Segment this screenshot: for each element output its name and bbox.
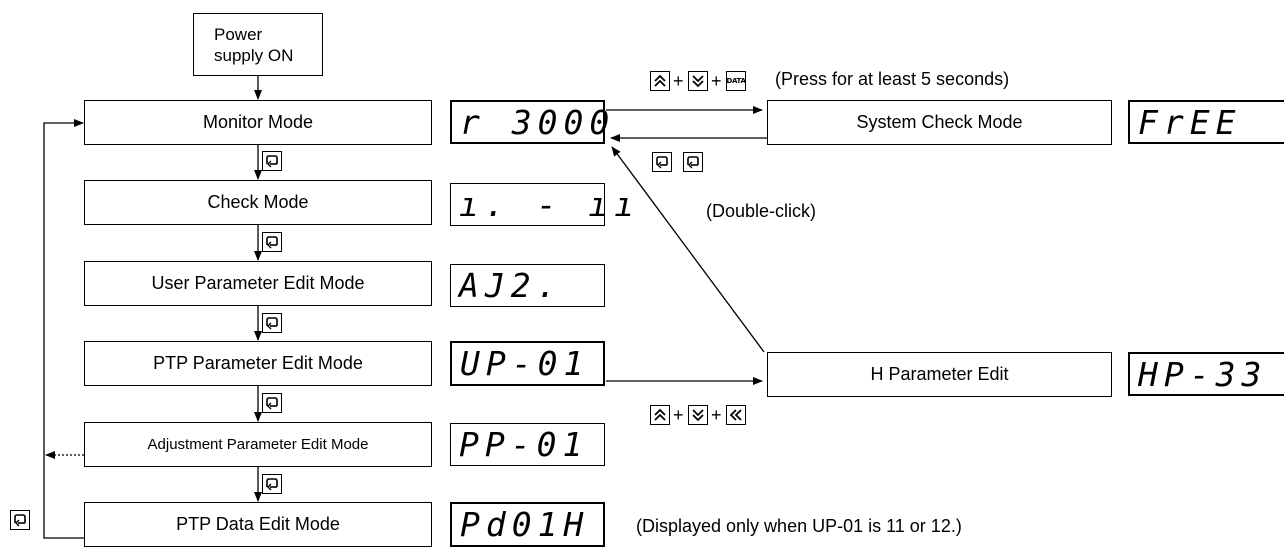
plus-sign: + bbox=[673, 405, 684, 425]
mode-key-icon bbox=[262, 313, 282, 333]
monitor-mode-box: Monitor Mode bbox=[84, 100, 432, 145]
user-parameter-edit-mode-label: User Parameter Edit Mode bbox=[151, 273, 365, 293]
system-check-display: FrEE bbox=[1128, 100, 1284, 144]
mode-key-icon bbox=[262, 151, 282, 171]
up-key-icon bbox=[650, 405, 670, 425]
mode-key-icon bbox=[262, 232, 282, 252]
system-check-mode-label: System Check Mode bbox=[856, 112, 1023, 132]
monitor-display: r 3000 bbox=[450, 100, 609, 144]
adjustment-parameter-display: PP-01 bbox=[450, 423, 605, 466]
adjustment-parameter-edit-mode-box: Adjustment Parameter Edit Mode bbox=[84, 422, 432, 467]
plus-sign: + bbox=[673, 71, 684, 91]
mode-key-icon bbox=[262, 393, 282, 413]
data-key-label: DATA bbox=[726, 77, 746, 85]
user-parameter-display: AJ2. bbox=[450, 264, 605, 307]
mode-key-icon bbox=[10, 510, 30, 530]
down-key-icon bbox=[688, 71, 708, 91]
monitor-mode-label: Monitor Mode bbox=[202, 112, 314, 132]
data-key-icon: DATA bbox=[726, 71, 746, 91]
return-loop-line bbox=[43, 119, 84, 539]
ptp-parameter-display: UP-01 bbox=[450, 341, 605, 386]
h-parameter-edit-box: H Parameter Edit bbox=[767, 352, 1112, 397]
adjustment-parameter-edit-mode-label: Adjustment Parameter Edit Mode bbox=[147, 436, 369, 453]
power-line1: Power bbox=[214, 24, 263, 44]
displayed-only-note: (Displayed only when UP-01 is 11 or 12.) bbox=[636, 516, 962, 536]
mode-key-icon bbox=[262, 474, 282, 494]
power-line2: supply ON bbox=[214, 45, 294, 65]
down-key-icon bbox=[688, 405, 708, 425]
arrow-h-to-monitor bbox=[611, 146, 765, 353]
check-mode-box: Check Mode bbox=[84, 180, 432, 225]
ptp-data-display: Pd01H bbox=[450, 502, 605, 547]
ptp-parameter-edit-mode-box: PTP Parameter Edit Mode bbox=[84, 341, 432, 386]
power-supply-box: Power supply ON bbox=[193, 13, 323, 76]
plus-sign: + bbox=[711, 71, 722, 91]
h-parameter-display: HP-33 bbox=[1128, 352, 1284, 396]
h-parameter-edit-label: H Parameter Edit bbox=[870, 364, 1009, 384]
double-click-note: (Double-click) bbox=[706, 201, 817, 221]
press-hold-note: (Press for at least 5 seconds) bbox=[775, 69, 1010, 89]
mode-key-icon bbox=[683, 152, 703, 172]
ptp-data-edit-mode-box: PTP Data Edit Mode bbox=[84, 502, 432, 547]
system-check-mode-box: System Check Mode bbox=[767, 100, 1112, 145]
shift-left-key-icon bbox=[726, 405, 746, 425]
ptp-parameter-edit-mode-label: PTP Parameter Edit Mode bbox=[153, 353, 363, 373]
check-mode-label: Check Mode bbox=[207, 192, 309, 212]
up-key-icon bbox=[650, 71, 670, 91]
ptp-data-edit-mode-label: PTP Data Edit Mode bbox=[176, 514, 340, 534]
mode-key-icon bbox=[652, 152, 672, 172]
check-display: ı. - ıı bbox=[450, 183, 634, 226]
plus-sign: + bbox=[711, 405, 722, 425]
user-parameter-edit-mode-box: User Parameter Edit Mode bbox=[84, 261, 432, 306]
